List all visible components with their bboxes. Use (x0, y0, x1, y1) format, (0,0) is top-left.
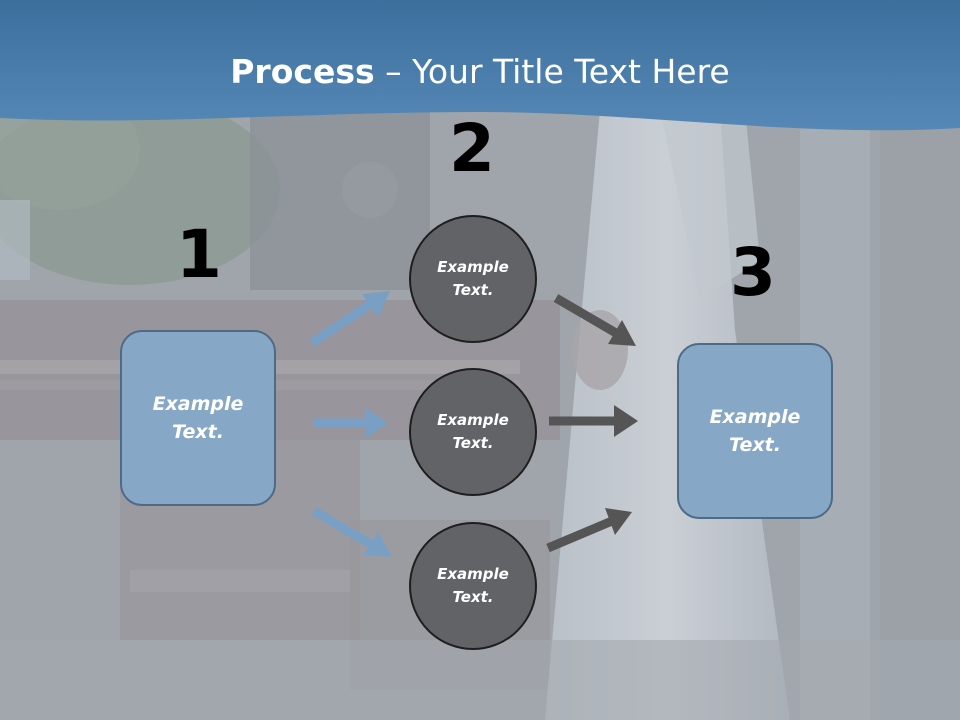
arrow-left-to-top (309, 291, 390, 347)
arrow-left-to-bottom (311, 507, 392, 557)
left-box-line2: Text. (172, 421, 224, 443)
arrow-top-to-right (553, 294, 636, 346)
circle-bottom: Example Text. (409, 522, 537, 650)
header-band (0, 0, 960, 131)
circle-middle-line1: Example (437, 410, 509, 429)
circle-bottom-line1: Example (437, 564, 509, 583)
arrow-left-to-middle (314, 408, 388, 438)
circle-top-line2: Text. (452, 281, 494, 299)
arrow-bottom-to-right (546, 508, 632, 553)
right-box-line2: Text. (729, 434, 781, 456)
circle-bottom-line2: Text. (452, 588, 494, 606)
page-title: Process – Your Title Text Here (0, 52, 960, 91)
step-number-1: 1 (176, 216, 222, 293)
step-number-2: 2 (449, 110, 495, 187)
left-box-line1: Example (152, 392, 244, 415)
left-box: Example Text. (120, 330, 276, 506)
circle-top-line1: Example (437, 257, 509, 276)
circle-top: Example Text. (409, 215, 537, 343)
right-box: Example Text. (677, 343, 833, 519)
circle-middle-line2: Text. (452, 434, 494, 452)
title-bold: Process (230, 52, 375, 91)
arrow-middle-to-right (549, 405, 638, 437)
title-rest: – Your Title Text Here (374, 52, 730, 91)
circle-middle: Example Text. (409, 368, 537, 496)
right-box-line1: Example (709, 405, 801, 428)
step-number-3: 3 (730, 234, 776, 311)
